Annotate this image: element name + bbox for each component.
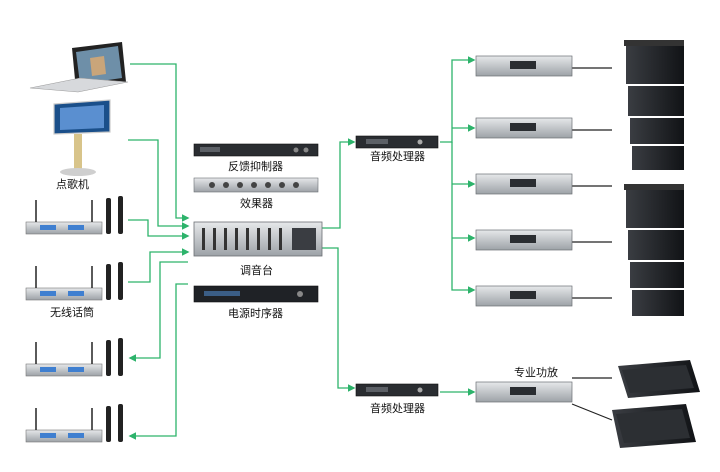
line-processor-to-amps bbox=[440, 56, 476, 143]
line-array-speaker-icon bbox=[624, 40, 684, 170]
pro-amplifier-icon bbox=[475, 381, 573, 403]
wireless-mic-label: 无线话筒 bbox=[50, 305, 94, 319]
line-mixer-to-processor-top bbox=[322, 138, 356, 229]
line-mixer-to-processor-bottom bbox=[322, 247, 356, 392]
wireless-mic-receiver-icon bbox=[25, 338, 123, 377]
laptop-icon bbox=[29, 42, 129, 93]
mixer-icon bbox=[193, 221, 323, 257]
feedback-suppressor-label: 反馈抑制器 bbox=[228, 159, 283, 173]
amplifier-icon bbox=[475, 229, 573, 251]
line-mic2-to-mixer bbox=[128, 248, 190, 283]
audio-processor-top-icon bbox=[355, 135, 439, 149]
touchscreen-kiosk-icon bbox=[53, 99, 111, 176]
feedback-suppressor-rack-icon bbox=[193, 143, 319, 157]
line-mic1-to-mixer bbox=[128, 219, 190, 240]
pro-amp-label: 专业功放 bbox=[514, 365, 558, 379]
line-mixer-to-mic4 bbox=[128, 283, 188, 440]
wireless-mic-receiver-icon bbox=[25, 262, 123, 301]
effects-processor-rack-icon bbox=[193, 177, 319, 193]
signal-lines bbox=[128, 56, 476, 440]
amplifier-icon bbox=[475, 173, 573, 195]
wireless-mic-receiver-icon bbox=[25, 404, 123, 443]
audio-processor-bottom-icon bbox=[355, 383, 439, 397]
wireless-mic-receiver-icon bbox=[25, 196, 123, 235]
line-array-speaker-icon bbox=[624, 184, 684, 316]
line-mixer-to-mic3 bbox=[128, 261, 188, 362]
stage-monitor-speaker-icon bbox=[612, 404, 696, 448]
audio-processor-top-label: 音频处理器 bbox=[370, 149, 425, 163]
jukebox-label: 点歌机 bbox=[56, 177, 89, 191]
effects-label: 效果器 bbox=[240, 196, 273, 210]
speaker-cables bbox=[571, 67, 613, 421]
power-sequencer-rack-icon bbox=[193, 285, 319, 303]
line-laptop-to-mixer bbox=[130, 63, 190, 222]
line-touchscreen-to-mixer bbox=[128, 139, 190, 230]
stage-monitor-speaker-icon bbox=[618, 360, 700, 398]
amplifier-icon bbox=[475, 285, 573, 307]
mixer-label: 调音台 bbox=[240, 263, 273, 277]
audio-processor-bottom-label: 音频处理器 bbox=[370, 401, 425, 415]
amplifier-icon bbox=[475, 55, 573, 77]
power-sequencer-label: 电源时序器 bbox=[228, 306, 283, 320]
amplifier-icon bbox=[475, 117, 573, 139]
